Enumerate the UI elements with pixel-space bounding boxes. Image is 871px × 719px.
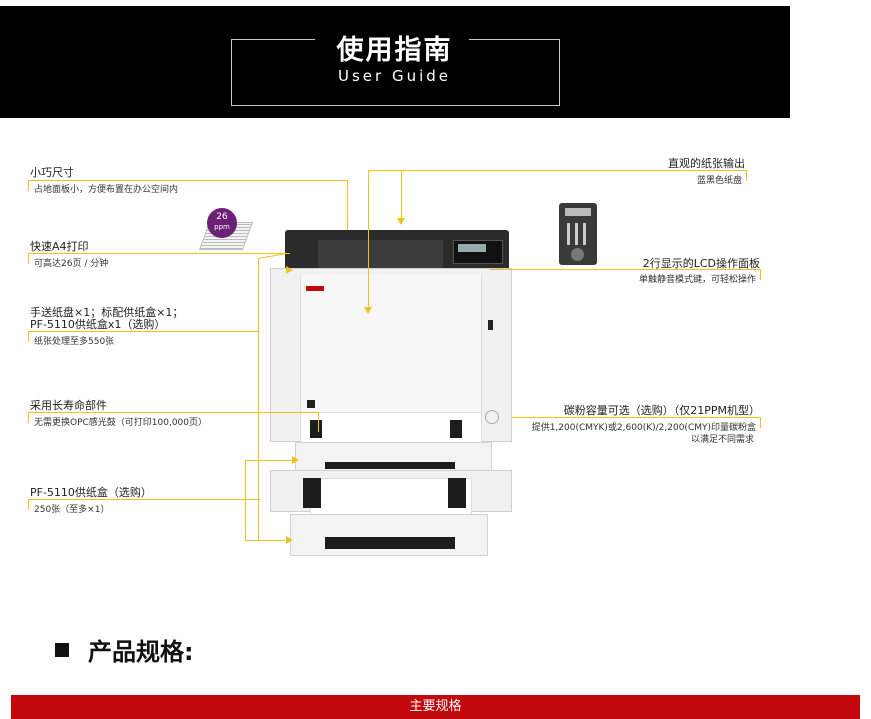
feature-paper-line [28, 331, 258, 332]
keypad-screen [565, 208, 591, 216]
keypad-dial [571, 248, 584, 261]
feature-speed-line [28, 253, 290, 254]
printer-front-panel [300, 275, 482, 437]
optional-cassette-handle [325, 537, 455, 549]
feature-speed-tick [28, 254, 29, 264]
feature-toner-tick [760, 418, 761, 428]
optional-feeder-guide-right [448, 478, 466, 508]
spec-heading: 产品规格: [88, 638, 194, 666]
feature-toner-title: 碳粉容量可选（选购）（仅21PPM机型） [563, 404, 760, 417]
feature-compact-line [28, 180, 348, 181]
ppm-badge: 26 ppm [207, 208, 237, 238]
optional-feeder-paper [310, 478, 472, 520]
feature-longlife-tick [28, 413, 29, 423]
feature-toner-line [512, 417, 761, 418]
side-circle-icon [485, 410, 499, 424]
feature-output-line [368, 170, 747, 171]
feature-speed-title: 快速A4打印 [30, 240, 89, 253]
arrowhead-icon [286, 266, 293, 274]
feature-feeder-desc: 250张（至多×1） [34, 505, 110, 515]
feature-compact-tick [28, 181, 29, 191]
feature-paper-tick [28, 332, 29, 342]
manual-feed-guide-left [310, 420, 322, 438]
ppm-badge-unit: ppm [214, 223, 230, 231]
feeder-arrow-top [245, 460, 293, 461]
feature-lcd-title: 2行显示的LCD操作面板 [642, 257, 760, 270]
feature-feeder-line [28, 499, 260, 500]
feature-paper-title: 手送纸盘×1；标配供纸盒×1； [30, 306, 184, 319]
feature-compact-title: 小巧尺寸 [30, 166, 74, 179]
output-tray [318, 240, 443, 270]
feature-toner-desc: 提供1,200(CMYK)或2,600(K)/2,200(CMY)印量碳粉盒 [531, 423, 756, 433]
header-title-en: User Guide [337, 67, 451, 85]
header-frame-gap [315, 32, 469, 48]
arrowhead-icon [364, 307, 372, 314]
spec-bullet-icon [55, 643, 69, 657]
lcd-screen [458, 244, 486, 252]
feature-compact-desc: 占地面板小，方便布置在办公空间内 [34, 185, 179, 195]
speed-connector [258, 258, 259, 540]
output-connector [401, 170, 402, 220]
feature-longlife-line [28, 412, 318, 413]
optional-cassette [290, 514, 488, 556]
spec-bar: 主要规格 [11, 695, 860, 719]
longlife-connector [318, 412, 319, 432]
feature-output-title: 直观的纸张输出 [668, 157, 745, 170]
feature-compact-connector [347, 180, 348, 230]
arrowhead-icon [397, 218, 405, 225]
feature-longlife-desc: 无需更换OPC感光鼓（可打印100,000页） [34, 418, 208, 428]
output-connector-long [368, 170, 369, 310]
feature-feeder-title: PF-5110供纸盒（选购） [30, 486, 152, 499]
arrowhead-icon [286, 536, 293, 544]
optional-feeder-guide-left [303, 478, 321, 508]
arrowhead-icon [292, 456, 299, 464]
feature-speed-desc: 可高达26页 / 分钟 [34, 259, 109, 269]
feeder-connector [245, 460, 246, 540]
feature-output-desc: 蓝黑色纸盘 [696, 176, 742, 186]
brand-logo-icon [306, 286, 324, 291]
feature-paper-title2: PF-5110供纸盒x1（选购） [30, 318, 166, 331]
feature-toner-desc2: 以满足不同需求 [690, 435, 754, 445]
feature-lcd-line [490, 269, 761, 270]
feature-lcd-tick [760, 270, 761, 280]
feature-paper-desc: 纸张处理至多550张 [34, 337, 115, 347]
ppm-badge-number: 26 [216, 212, 228, 222]
lcd-keypad-inset [559, 203, 597, 265]
feature-lcd-desc: 单触静音模式键，可轻松操作 [638, 275, 756, 285]
power-button-icon [307, 400, 315, 408]
standard-cassette-handle [325, 462, 455, 469]
feature-feeder-tick [28, 500, 29, 510]
manual-feed-guide-right [450, 420, 462, 438]
printer-illustration: 26 ppm [198, 203, 597, 556]
feature-output-tick [746, 171, 747, 181]
guide-header: 使用指南 User Guide [0, 6, 790, 118]
feeder-arrow-bottom [245, 540, 285, 541]
header-title-cn: 使用指南 [336, 35, 453, 66]
feature-longlife-title: 采用长寿命部件 [30, 399, 107, 412]
side-button-icon [488, 320, 493, 330]
keypad-buttons [567, 223, 589, 245]
